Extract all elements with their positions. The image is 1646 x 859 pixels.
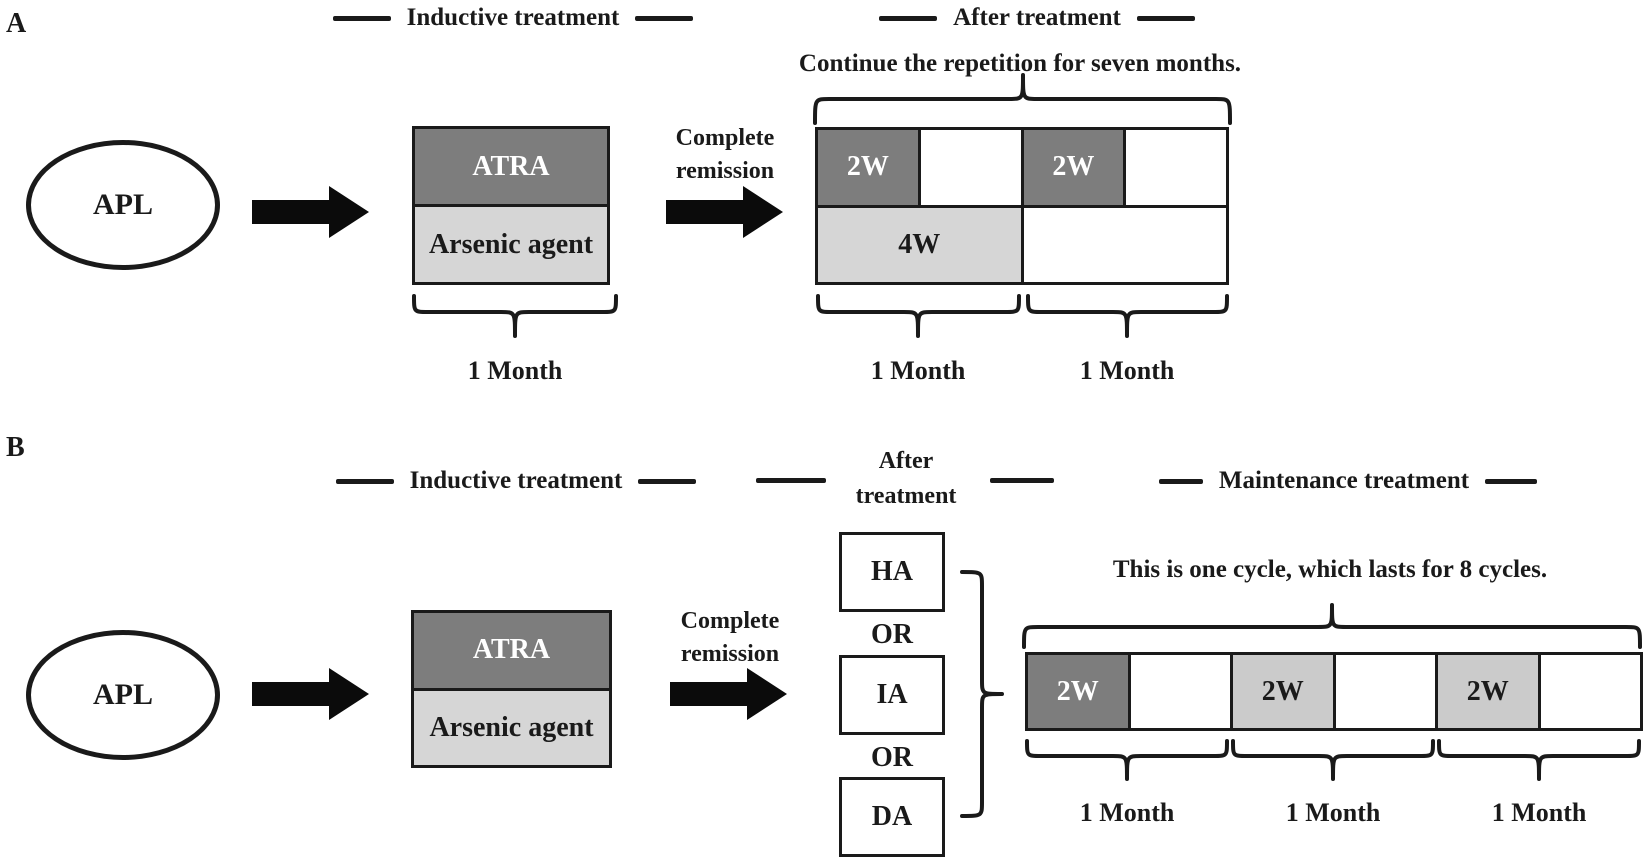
complete-remission-line2: remission xyxy=(675,158,775,184)
panel-a-repeat-brace xyxy=(813,73,1232,125)
panel-b-options-brace xyxy=(960,570,1004,818)
panel-b-inductive-header: Inductive treatment xyxy=(300,465,732,497)
month-label: 1 Month xyxy=(870,356,966,385)
apl-ellipse: APL xyxy=(26,140,220,270)
atra-cell: ATRA xyxy=(415,129,607,204)
header-dash xyxy=(635,15,694,21)
option-box-ia: IA xyxy=(839,655,945,735)
panel-a-after-header: After treatment xyxy=(845,2,1229,34)
bar-cell-empty xyxy=(1335,655,1435,728)
panel-b-annotation: This is one cycle, which lasts for 8 cyc… xyxy=(1112,556,1548,583)
panel-a-annotation: Continue the repetition for seven months… xyxy=(798,50,1242,77)
panel-a-inductive-header: Inductive treatment xyxy=(300,2,726,34)
bar-cell-2w-1: 2W xyxy=(1028,655,1128,728)
arrow-right-icon xyxy=(666,186,783,238)
apl-label: APL xyxy=(93,678,153,711)
panel-b-complete-remission: Complete remission xyxy=(650,605,810,671)
panel-a-complete-remission: Complete remission xyxy=(645,122,805,188)
complete-remission-line1: Complete xyxy=(680,608,780,634)
inductive-treatment-title: Inductive treatment xyxy=(406,4,620,31)
month-label: 1 Month xyxy=(1285,798,1381,827)
arrow-right-icon xyxy=(252,668,369,720)
header-dash xyxy=(1136,15,1195,21)
panel-b-maintenance-header: Maintenance treatment xyxy=(1128,465,1568,497)
apl-ellipse: APL xyxy=(26,630,220,760)
complete-remission-line1: Complete xyxy=(675,125,775,151)
header-dash xyxy=(332,15,391,21)
month-label: 1 Month xyxy=(467,356,563,385)
grid-cell-2w-atra-1: 2W xyxy=(818,130,918,205)
panel-b-month2-brace xyxy=(1231,739,1435,781)
panel-b-cycle-brace xyxy=(1022,603,1642,649)
header-dash xyxy=(638,478,697,484)
header-dash xyxy=(990,478,1054,483)
panel-a-label: A xyxy=(6,8,27,39)
header-dash xyxy=(1485,478,1538,484)
grid-cell-empty xyxy=(920,130,1021,205)
month-label: 1 Month xyxy=(1079,798,1175,827)
or-separator: OR xyxy=(871,619,913,650)
panel-a-induction-box: ATRA Arsenic agent xyxy=(412,126,610,285)
grid-cell-empty xyxy=(1023,207,1226,282)
arsenic-cell: Arsenic agent xyxy=(415,204,607,282)
grid-cell-2w-atra-2: 2W xyxy=(1023,130,1124,205)
panel-a-cycle-grid: 2W 2W 4W xyxy=(815,127,1229,285)
arrow-right-icon xyxy=(252,186,369,238)
month-label: 1 Month xyxy=(1079,356,1175,385)
grid-cell-empty xyxy=(1126,130,1226,205)
header-dash xyxy=(879,15,938,21)
option-box-ha: HA xyxy=(839,532,945,612)
arrow-right-icon xyxy=(670,668,787,720)
apl-label: APL xyxy=(93,188,153,221)
bar-cell-2w-2: 2W xyxy=(1233,655,1333,728)
header-dash xyxy=(756,478,826,483)
atra-cell: ATRA xyxy=(414,613,609,688)
panel-a-month2-brace xyxy=(1026,294,1229,338)
arsenic-cell: Arsenic agent xyxy=(414,687,609,765)
bar-cell-2w-3: 2W xyxy=(1438,655,1538,728)
header-dash xyxy=(335,478,394,484)
complete-remission-line2: remission xyxy=(680,641,780,667)
panel-b-month1-brace xyxy=(1025,739,1229,781)
panel-b-after-header: After treatment xyxy=(826,444,986,514)
maintenance-treatment-title: Maintenance treatment xyxy=(1218,467,1470,494)
inductive-treatment-title: Inductive treatment xyxy=(409,467,623,494)
panel-b-month3-brace xyxy=(1437,739,1641,781)
month-label: 1 Month xyxy=(1491,798,1587,827)
panel-b-maintenance-bar: 2W 2W 2W xyxy=(1025,652,1643,731)
panel-a-induction-month-brace xyxy=(412,294,618,338)
grid-cell-4w-arsenic: 4W xyxy=(818,207,1021,282)
after-treatment-title-line1: After xyxy=(878,448,934,474)
option-box-da: DA xyxy=(839,777,945,857)
bar-cell-empty xyxy=(1130,655,1230,728)
header-dash xyxy=(1158,478,1203,484)
panel-a-month1-brace xyxy=(816,294,1021,338)
or-separator: OR xyxy=(871,742,913,773)
panel-b-label: B xyxy=(6,432,25,463)
after-treatment-title-line2: treatment xyxy=(855,483,957,509)
bar-cell-empty xyxy=(1540,655,1640,728)
panel-b-induction-box: ATRA Arsenic agent xyxy=(411,610,612,768)
after-treatment-title: After treatment xyxy=(953,4,1121,31)
